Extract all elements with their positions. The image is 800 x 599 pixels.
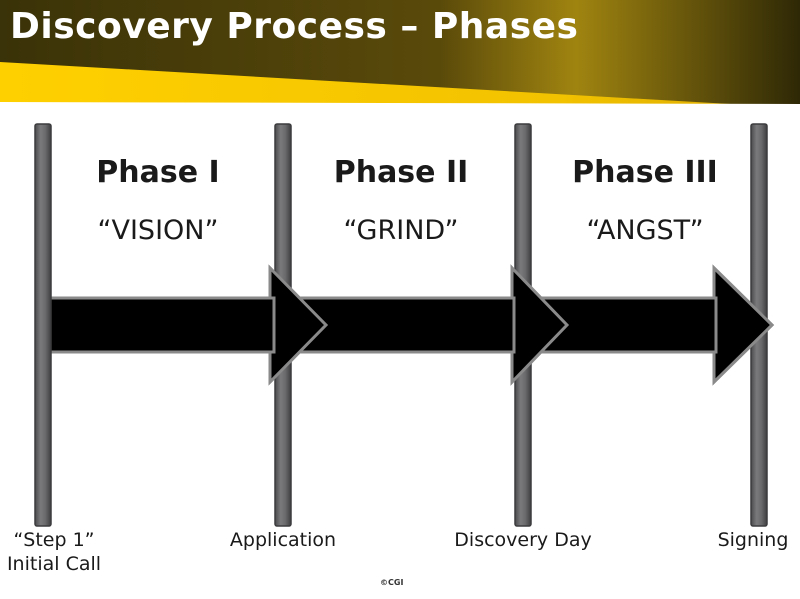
milestone-label-signing: Signing bbox=[706, 528, 800, 552]
header-yellow-band bbox=[0, 62, 800, 110]
page-title: Discovery Process – Phases bbox=[10, 6, 579, 47]
milestone-post-1 bbox=[34, 123, 52, 527]
milestone-label-line: Application bbox=[229, 529, 337, 551]
phase-1-quote: “VISION” bbox=[97, 215, 219, 246]
phase-2-name: Phase II bbox=[333, 155, 469, 190]
copyright-notice: ©CGI bbox=[380, 578, 404, 587]
phase-1-name: Phase I bbox=[96, 155, 220, 190]
phase-3-quote: “ANGST” bbox=[586, 215, 704, 246]
milestone-label-initial-call: “Step 1” Initial Call bbox=[0, 528, 108, 576]
milestone-label-application: Application bbox=[213, 528, 353, 552]
milestone-label-discovery-day: Discovery Day bbox=[448, 528, 598, 552]
milestone-label-line: Signing bbox=[717, 529, 789, 551]
title-banner bbox=[0, 0, 800, 110]
phase-1-arrow-head bbox=[268, 264, 329, 386]
header-white-cut bbox=[0, 102, 800, 110]
phase-3-name: Phase III bbox=[572, 155, 718, 190]
milestone-label-line: “Step 1” bbox=[13, 529, 95, 551]
milestone-label-line: Discovery Day bbox=[454, 529, 592, 551]
phase-2-arrow-head bbox=[510, 264, 570, 386]
milestone-label-line: Initial Call bbox=[6, 553, 102, 575]
phase-3-arrow-head bbox=[712, 264, 775, 386]
phase-2-quote: “GRIND” bbox=[343, 215, 459, 246]
